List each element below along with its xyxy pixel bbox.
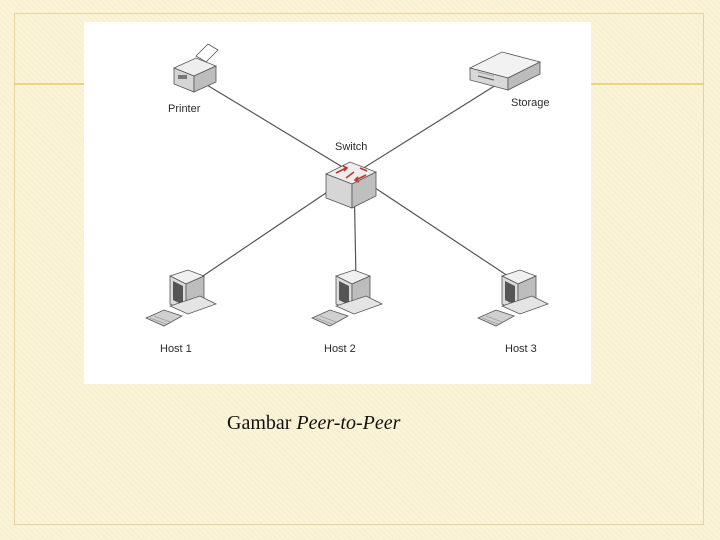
slide-border bbox=[14, 13, 704, 525]
computer-icon-host2 bbox=[311, 269, 384, 327]
computer-icon-host3 bbox=[477, 269, 550, 327]
printer-icon bbox=[172, 43, 219, 93]
network-diagram: Printer Storage Switch Host 1 Host 2 Hos… bbox=[84, 22, 591, 384]
caption-emphasis: Peer-to-Peer bbox=[296, 412, 401, 434]
label-storage: Storage bbox=[511, 97, 550, 109]
storage-icon bbox=[468, 51, 542, 91]
label-host1: Host 1 bbox=[160, 343, 192, 355]
link-switch-storage bbox=[353, 79, 505, 175]
label-host3: Host 3 bbox=[505, 343, 537, 355]
label-host2: Host 2 bbox=[324, 343, 356, 355]
computer-icon-host1 bbox=[145, 269, 218, 327]
label-printer: Printer bbox=[168, 103, 201, 115]
figure-caption: Gambar Peer-to-Peer bbox=[227, 412, 400, 435]
label-switch: Switch bbox=[335, 141, 368, 153]
switch-icon bbox=[325, 161, 377, 209]
link-switch-printer bbox=[201, 81, 355, 175]
caption-prefix: Gambar bbox=[227, 412, 292, 434]
link-switch-host3 bbox=[353, 173, 515, 281]
